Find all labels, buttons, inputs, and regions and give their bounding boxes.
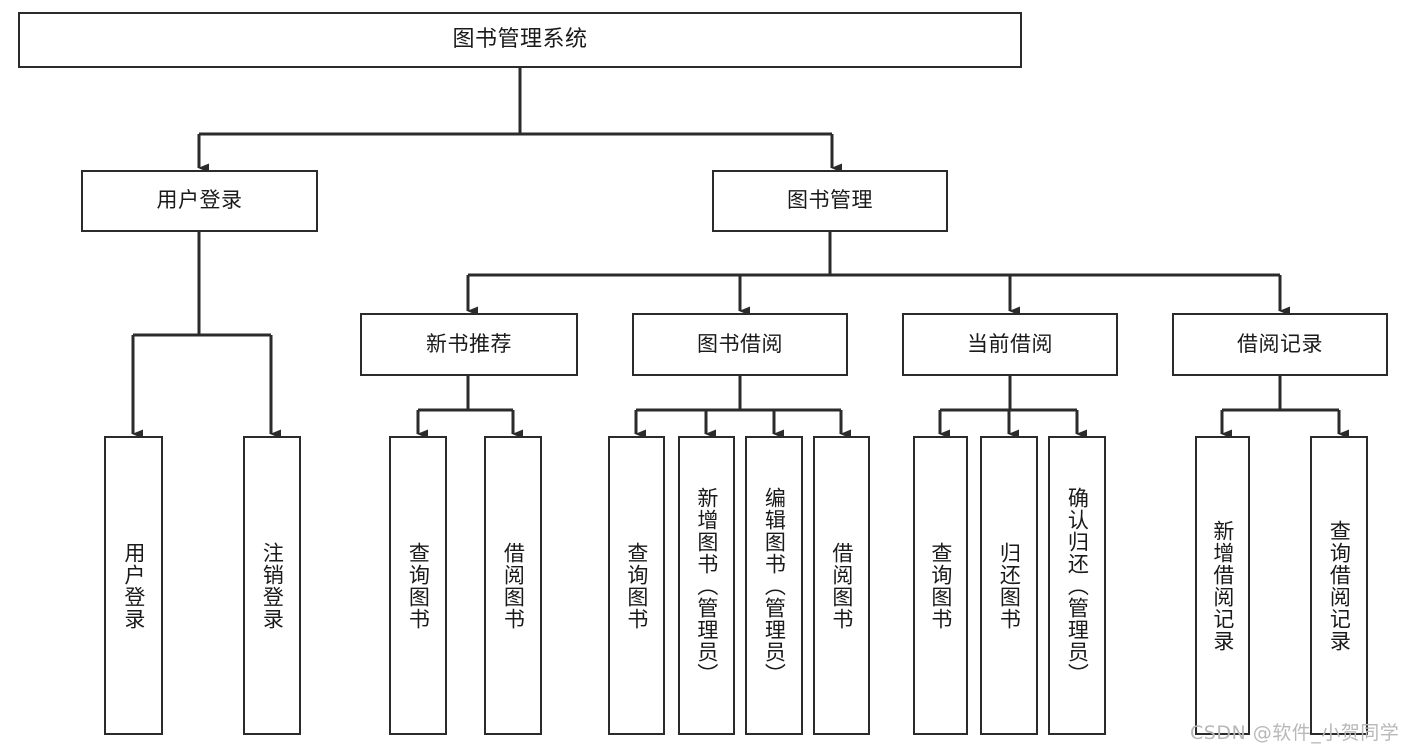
node-root-label: 图书管理系统 [452,26,588,52]
node-book-management-label: 图书管理 [787,188,873,213]
leaf-query-book-borrow[interactable]: 查询图书 [608,436,665,735]
node-borrow-record-label: 借阅记录 [1237,331,1323,356]
node-book-management[interactable]: 图书管理 [712,170,948,232]
leaf-query-book-borrow-label: 查询图书 [624,541,649,630]
leaf-borrow-book-recommend-label: 借阅图书 [501,541,526,630]
leaf-query-book-recommend[interactable]: 查询图书 [389,436,447,735]
leaf-add-book-admin[interactable]: 新增图书（管理员） [678,436,735,735]
node-user-login[interactable]: 用户登录 [81,170,318,232]
leaf-logout-label: 注销登录 [260,541,285,630]
node-user-login-label: 用户登录 [156,188,243,213]
leaf-return-book[interactable]: 归还图书 [980,436,1038,735]
leaf-confirm-return-admin[interactable]: 确认归还（管理员） [1048,436,1106,735]
node-borrow-record[interactable]: 借阅记录 [1172,313,1388,376]
leaf-query-book-current-label: 查询图书 [928,541,953,630]
leaf-add-borrow-record[interactable]: 新增借阅记录 [1195,436,1250,735]
leaf-borrow-book-recommend[interactable]: 借阅图书 [484,436,542,735]
leaf-user-login[interactable]: 用户登录 [104,436,163,735]
node-book-borrow[interactable]: 图书借阅 [632,313,848,376]
leaf-query-book-recommend-label: 查询图书 [406,541,431,630]
node-current-borrow[interactable]: 当前借阅 [902,313,1118,376]
leaf-confirm-return-admin-label: 确认归还（管理员） [1065,486,1090,685]
node-new-book-recommend-label: 新书推荐 [426,331,512,356]
leaf-user-login-label: 用户登录 [121,541,146,630]
leaf-add-book-admin-label: 新增图书（管理员） [694,486,719,685]
node-root[interactable]: 图书管理系统 [18,12,1022,68]
leaf-edit-book-admin[interactable]: 编辑图书（管理员） [745,436,803,735]
leaf-return-book-label: 归还图书 [997,541,1022,630]
leaf-query-borrow-record[interactable]: 查询借阅记录 [1310,436,1368,735]
leaf-logout[interactable]: 注销登录 [243,436,301,735]
leaf-edit-book-admin-label: 编辑图书（管理员） [762,486,787,685]
leaf-query-borrow-record-label: 查询借阅记录 [1327,519,1352,652]
leaf-borrow-book-label: 借阅图书 [829,541,854,630]
leaf-query-book-current[interactable]: 查询图书 [913,436,968,735]
leaf-add-borrow-record-label: 新增借阅记录 [1210,519,1235,652]
node-new-book-recommend[interactable]: 新书推荐 [360,313,578,376]
node-book-borrow-label: 图书借阅 [697,331,783,356]
leaf-borrow-book[interactable]: 借阅图书 [813,436,870,735]
node-current-borrow-label: 当前借阅 [967,331,1053,356]
